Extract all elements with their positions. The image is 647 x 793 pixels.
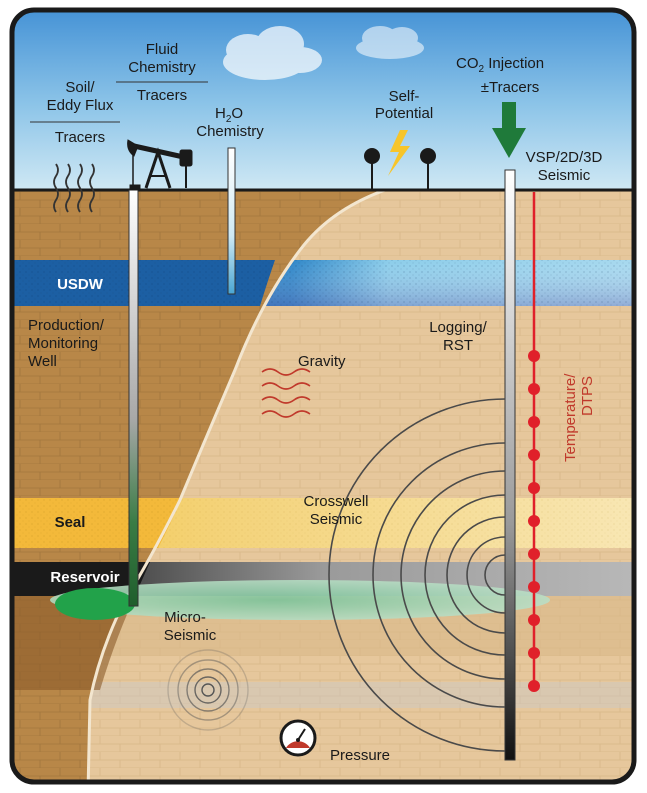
self-potential-label: Self- Potential [375, 88, 433, 122]
co2-arrow-icon [492, 102, 526, 158]
temperature-dtps-label: Temperature/ DTPS [562, 373, 596, 462]
svg-text:Monitoring: Monitoring [28, 335, 98, 352]
usdw-label: USDW [57, 276, 104, 293]
svg-text:Eddy Flux: Eddy Flux [47, 97, 114, 114]
crosswell-seismic-arc [400, 470, 506, 680]
lightning-icon [388, 130, 410, 176]
production-well [128, 189, 139, 607]
vsp-seismic-label: VSP/2D/3D Seismic [526, 149, 603, 184]
crosswell-seismic-arc [484, 554, 506, 596]
temperature-sensor-dot [528, 416, 540, 428]
temperature-sensor-dot [528, 449, 540, 461]
svg-text:Logging/: Logging/ [429, 319, 487, 336]
crosswell-seismic-arc [328, 398, 506, 752]
co2-injection-label: CO2 Injection ±Tracers [456, 55, 544, 96]
plume-near-well [55, 588, 135, 620]
electrode-icon [420, 148, 436, 190]
soil-eddy-flux-label: Soil/ Eddy Flux Tracers [30, 79, 120, 146]
svg-text:Tracers: Tracers [55, 129, 105, 146]
gravity-waves-icon [261, 368, 311, 418]
micro-seismic-label: Micro- Seismic [164, 609, 217, 644]
svg-text:Seismic: Seismic [538, 167, 591, 184]
svg-text:Chemistry: Chemistry [128, 59, 196, 76]
cloud-icon [356, 26, 424, 59]
svg-text:Well: Well [28, 353, 57, 370]
temperature-sensor-dot [528, 515, 540, 527]
svg-text:RST: RST [443, 337, 473, 354]
pressure-label: Pressure [330, 747, 390, 764]
svg-text:±Tracers: ±Tracers [481, 79, 540, 96]
electrode-icon [364, 148, 380, 190]
h2o-well [227, 147, 236, 295]
frame-border [9, 7, 637, 785]
crosswell-seismic-arc [466, 536, 506, 614]
crosswell-seismic-arc [424, 494, 506, 656]
temperature-sensor-dot [528, 482, 540, 494]
temperature-sensor-dot [528, 548, 540, 560]
svg-text:Self-: Self- [389, 88, 420, 105]
reservoir-label: Reservoir [50, 569, 119, 586]
svg-text:Micro-: Micro- [164, 609, 206, 626]
crosswell-seismic-label: Crosswell Seismic [303, 493, 368, 528]
crosswell-seismic-arc [446, 516, 506, 634]
temperature-sensor-dot [528, 647, 540, 659]
sky [12, 10, 634, 190]
svg-text:Fluid: Fluid [146, 41, 179, 58]
logging-rst-label: Logging/ RST [429, 319, 487, 354]
svg-text:Seismic: Seismic [164, 627, 217, 644]
pressure-gauge-icon [279, 719, 317, 757]
temperature-sensor-dot [528, 581, 540, 593]
svg-text:H2O: H2O [215, 105, 243, 125]
co2-plume [50, 580, 550, 620]
cloud-icon [223, 26, 322, 80]
svg-text:Potential: Potential [375, 105, 433, 122]
temperature-sensor-dot [528, 383, 540, 395]
temperature-sensor-dot [528, 614, 540, 626]
svg-text:Crosswell: Crosswell [303, 493, 368, 510]
pumpjack-icon [127, 139, 193, 191]
seal-label: Seal [55, 514, 86, 531]
svg-text:VSP/2D/3D: VSP/2D/3D [526, 149, 603, 166]
temperature-sensor-dot [528, 350, 540, 362]
fluid-chemistry-label: Fluid Chemistry Tracers [116, 41, 208, 104]
svg-text:CO2 Injection: CO2 Injection [456, 55, 544, 75]
h2o-chemistry-label: H2O Chemistry [196, 105, 264, 140]
production-well-label: Production/ Monitoring Well [28, 317, 105, 370]
gravity-label: Gravity [298, 353, 346, 370]
svg-text:Tracers: Tracers [137, 87, 187, 104]
svg-text:Production/: Production/ [28, 317, 105, 334]
temperature-sensor-dot [528, 680, 540, 692]
svg-text:Temperature/: Temperature/ [562, 373, 579, 462]
injection-logging-well [504, 169, 516, 761]
svg-text:Chemistry: Chemistry [196, 123, 264, 140]
svg-text:DTPS: DTPS [579, 376, 596, 416]
crosswell-seismic-arc [372, 442, 506, 708]
soil-flux-icon [53, 163, 95, 213]
svg-text:Seismic: Seismic [310, 511, 363, 528]
svg-text:Soil/: Soil/ [65, 79, 95, 96]
micro-seismic-icon [167, 649, 249, 731]
